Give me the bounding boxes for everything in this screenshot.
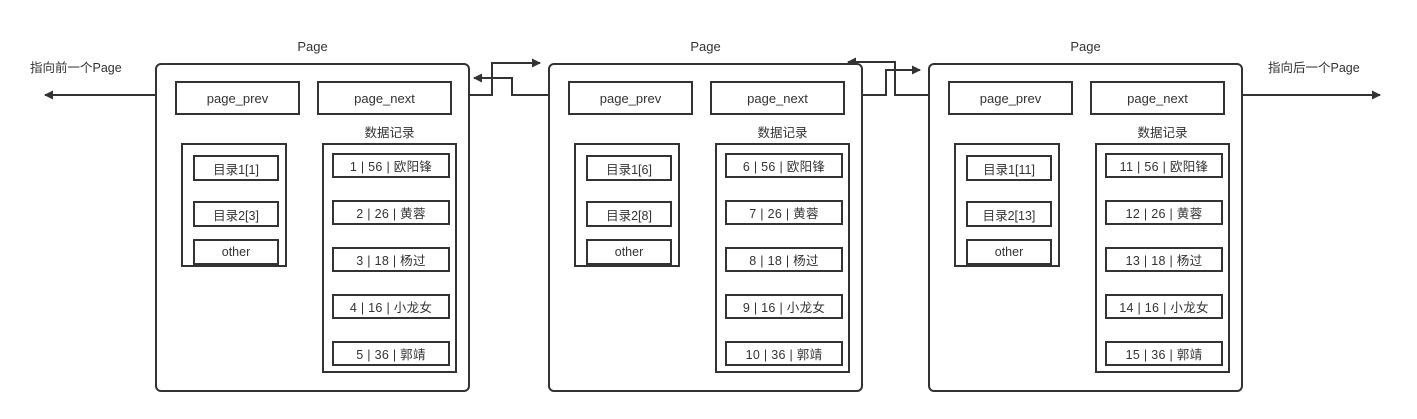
page-title-2: Page bbox=[690, 39, 721, 54]
page-prev-box-2[interactable]: page_prev bbox=[568, 81, 693, 115]
directory-group-3: 目录1[11] 目录2[13] other bbox=[954, 143, 1060, 267]
wire-page2-prev-to-page1 bbox=[473, 73, 548, 96]
label-prev-page: 指向前一个Page bbox=[30, 61, 122, 75]
directory-item-3-1[interactable]: 目录1[11] bbox=[966, 155, 1052, 181]
page-prev-box-1[interactable]: page_prev bbox=[175, 81, 300, 115]
record-row-2-1[interactable]: 6 | 56 | 欧阳锋 bbox=[725, 153, 843, 178]
page-next-box-2[interactable]: page_next bbox=[710, 81, 845, 115]
record-row-1-4[interactable]: 4 | 16 | 小龙女 bbox=[332, 294, 450, 319]
page-title-1: Page bbox=[297, 39, 328, 54]
record-row-2-5[interactable]: 10 | 36 | 郭靖 bbox=[725, 341, 843, 366]
page-next-box-1[interactable]: page_next bbox=[317, 81, 452, 115]
record-row-1-1[interactable]: 1 | 56 | 欧阳锋 bbox=[332, 153, 450, 178]
records-group-3: 数据记录 11 | 56 | 欧阳锋 12 | 26 | 黄蓉 13 | 18 … bbox=[1095, 126, 1230, 373]
record-row-3-4[interactable]: 14 | 16 | 小龙女 bbox=[1105, 294, 1223, 319]
directory-item-2-other[interactable]: other bbox=[586, 239, 672, 265]
directory-item-1-1[interactable]: 目录1[1] bbox=[193, 155, 279, 181]
record-row-1-5[interactable]: 5 | 36 | 郭靖 bbox=[332, 341, 450, 366]
record-row-1-2[interactable]: 2 | 26 | 黄蓉 bbox=[332, 200, 450, 225]
directory-group-1: 目录1[1] 目录2[3] other bbox=[181, 143, 287, 267]
page-next-box-3[interactable]: page_next bbox=[1090, 81, 1225, 115]
directory-group-2: 目录1[6] 目录2[8] other bbox=[574, 143, 680, 267]
record-row-3-1[interactable]: 11 | 56 | 欧阳锋 bbox=[1105, 153, 1223, 178]
directory-item-3-2[interactable]: 目录2[13] bbox=[966, 201, 1052, 227]
page-container-3[interactable]: Page page_prev page_next 目录1[11] 目录2[13]… bbox=[928, 39, 1243, 392]
record-row-3-5[interactable]: 15 | 36 | 郭靖 bbox=[1105, 341, 1223, 366]
directory-item-2-2[interactable]: 目录2[8] bbox=[586, 201, 672, 227]
record-row-3-3[interactable]: 13 | 18 | 杨过 bbox=[1105, 247, 1223, 272]
records-title-1: 数据记录 bbox=[364, 126, 415, 140]
record-row-2-2[interactable]: 7 | 26 | 黄蓉 bbox=[725, 200, 843, 225]
record-row-2-3[interactable]: 8 | 18 | 杨过 bbox=[725, 247, 843, 272]
directory-item-2-1[interactable]: 目录1[6] bbox=[586, 155, 672, 181]
record-row-2-4[interactable]: 9 | 16 | 小龙女 bbox=[725, 294, 843, 319]
records-group-2: 数据记录 6 | 56 | 欧阳锋 7 | 26 | 黄蓉 8 | 18 | 杨… bbox=[715, 126, 850, 373]
page-prev-box-3[interactable]: page_prev bbox=[948, 81, 1073, 115]
label-next-page: 指向后一个Page bbox=[1268, 61, 1360, 75]
directory-item-1-other[interactable]: other bbox=[193, 239, 279, 265]
page-title-3: Page bbox=[1070, 39, 1101, 54]
page-container-1[interactable]: Page page_prev page_next 目录1[1] 目录2[3] o… bbox=[155, 39, 470, 392]
directory-item-1-2[interactable]: 目录2[3] bbox=[193, 201, 279, 227]
page-container-2[interactable]: Page page_prev page_next 目录1[6] 目录2[8] o… bbox=[548, 39, 863, 392]
records-title-3: 数据记录 bbox=[1137, 126, 1188, 140]
record-row-1-3[interactable]: 3 | 18 | 杨过 bbox=[332, 247, 450, 272]
records-title-2: 数据记录 bbox=[757, 126, 808, 140]
records-group-1: 数据记录 1 | 56 | 欧阳锋 2 | 26 | 黄蓉 3 | 18 | 杨… bbox=[322, 126, 457, 373]
record-row-3-2[interactable]: 12 | 26 | 黄蓉 bbox=[1105, 200, 1223, 225]
directory-item-3-other[interactable]: other bbox=[966, 239, 1052, 265]
